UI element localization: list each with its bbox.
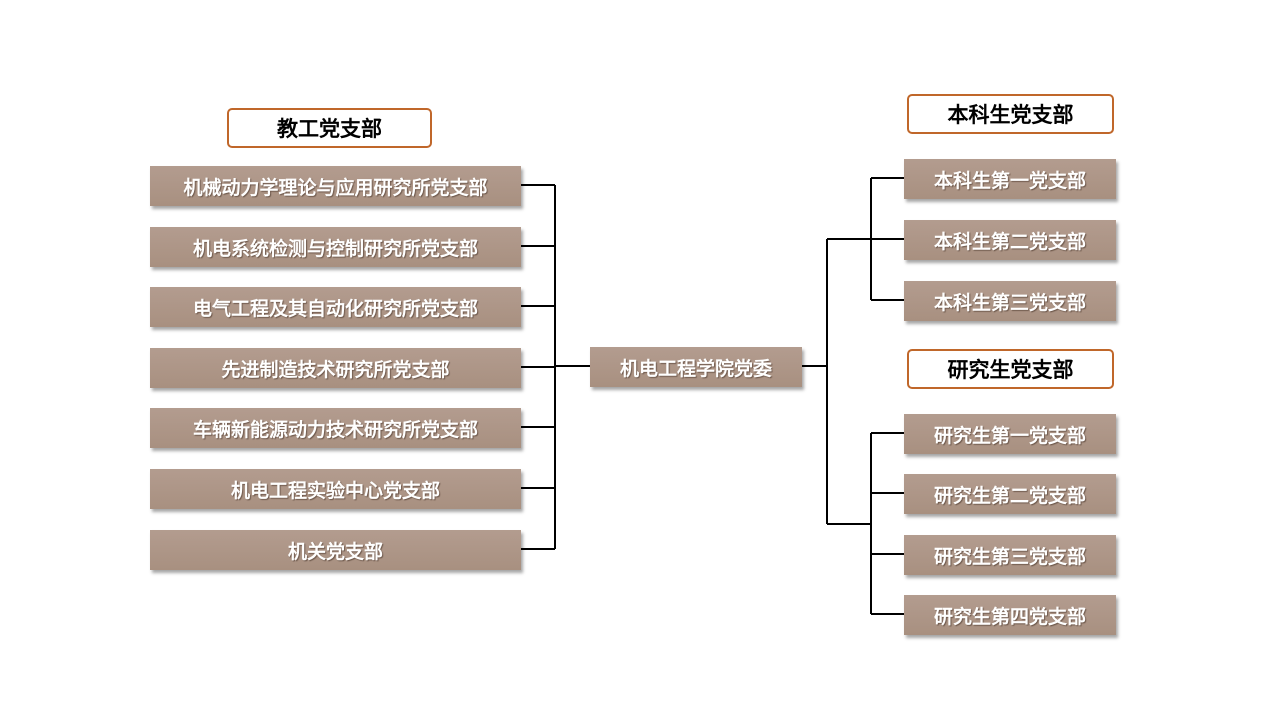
- graduate-header: 研究生党支部: [907, 349, 1114, 389]
- faculty-branch-node: 机关党支部: [150, 530, 521, 570]
- faculty-branch-node: 机电工程实验中心党支部: [150, 469, 521, 509]
- faculty-header: 教工党支部: [227, 108, 432, 148]
- graduate-branch-node: 研究生第三党支部: [904, 535, 1116, 575]
- graduate-branch-node: 研究生第一党支部: [904, 414, 1116, 454]
- undergrad-header: 本科生党支部: [907, 94, 1114, 134]
- undergrad-branch-node: 本科生第一党支部: [904, 159, 1116, 199]
- undergrad-branch-node: 本科生第二党支部: [904, 220, 1116, 260]
- faculty-branch-node: 车辆新能源动力技术研究所党支部: [150, 408, 521, 448]
- root-node: 机电工程学院党委: [590, 347, 802, 387]
- faculty-branch-node: 电气工程及其自动化研究所党支部: [150, 287, 521, 327]
- faculty-branch-node: 先进制造技术研究所党支部: [150, 348, 521, 388]
- graduate-branch-node: 研究生第四党支部: [904, 595, 1116, 635]
- faculty-branch-node: 机械动力学理论与应用研究所党支部: [150, 166, 521, 206]
- undergrad-branch-node: 本科生第三党支部: [904, 281, 1116, 321]
- faculty-branch-node: 机电系统检测与控制研究所党支部: [150, 227, 521, 267]
- graduate-branch-node: 研究生第二党支部: [904, 474, 1116, 514]
